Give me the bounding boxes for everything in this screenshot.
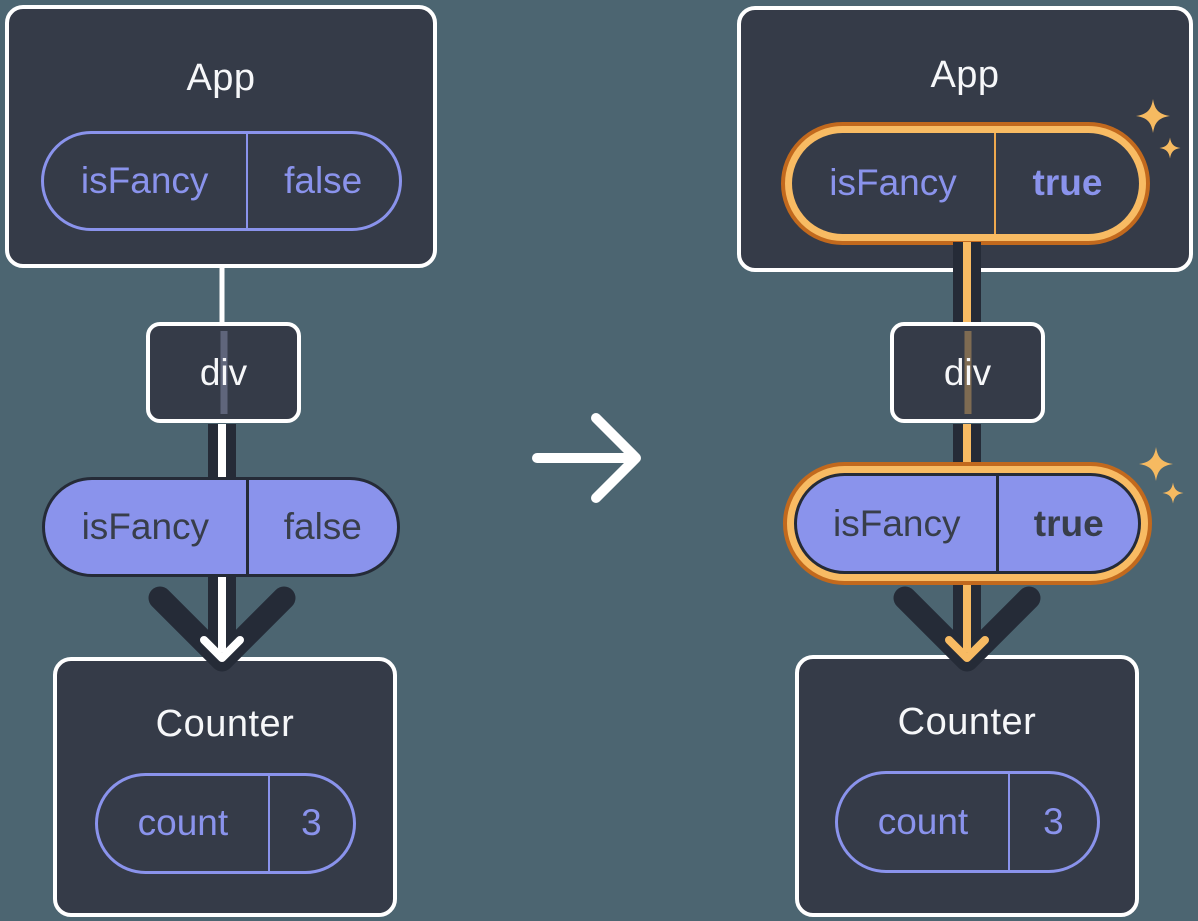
left-app-card: App isFancy false: [5, 5, 437, 268]
prop-label: isFancy: [81, 506, 210, 547]
state-label: count: [137, 802, 229, 844]
state-label: isFancy: [829, 162, 957, 204]
state-pill: count 3: [94, 772, 356, 874]
left-div-node: div: [146, 322, 301, 423]
highlight-ring: isFancy true: [783, 462, 1152, 585]
state-value: 3: [1008, 773, 1096, 870]
prop-value: false: [245, 480, 397, 574]
div-node-label: div: [199, 351, 248, 393]
right-arrow-icon: [532, 413, 641, 503]
component-title: App: [186, 57, 256, 99]
component-title: Counter: [155, 703, 295, 745]
right-div-node: div: [890, 322, 1045, 423]
state-label: isFancy: [80, 159, 209, 201]
pass-through-line: [964, 331, 971, 414]
sparkle-icon: [1139, 447, 1184, 504]
left-counter-card: Counter count 3: [53, 657, 397, 917]
state-value: false: [245, 133, 399, 228]
component-title: App: [930, 54, 1000, 96]
div-node-label: div: [943, 351, 992, 393]
right-prop-pill: isFancy true: [794, 473, 1141, 574]
state-label: count: [877, 800, 969, 842]
prop-value: true: [996, 476, 1138, 571]
state-pill: isFancy false: [40, 130, 402, 231]
state-value: 3: [268, 775, 352, 871]
highlight-ring: isFancy true: [780, 121, 1150, 245]
state-pill: count 3: [834, 770, 1100, 873]
right-chevron-arrow: [893, 586, 1041, 672]
left-chevron-arrow: [148, 586, 296, 672]
state-pill: isFancy true: [791, 132, 1139, 234]
right-app-card: App isFancy true: [737, 6, 1193, 272]
prop-label: isFancy: [833, 502, 961, 544]
right-counter-card: Counter count 3: [795, 655, 1139, 917]
pass-through-line: [220, 331, 227, 414]
left-flow-arrowhead: [200, 636, 244, 662]
state-value: true: [994, 132, 1138, 234]
left-prop-pill: isFancy false: [42, 477, 400, 577]
component-title: Counter: [897, 701, 1037, 743]
